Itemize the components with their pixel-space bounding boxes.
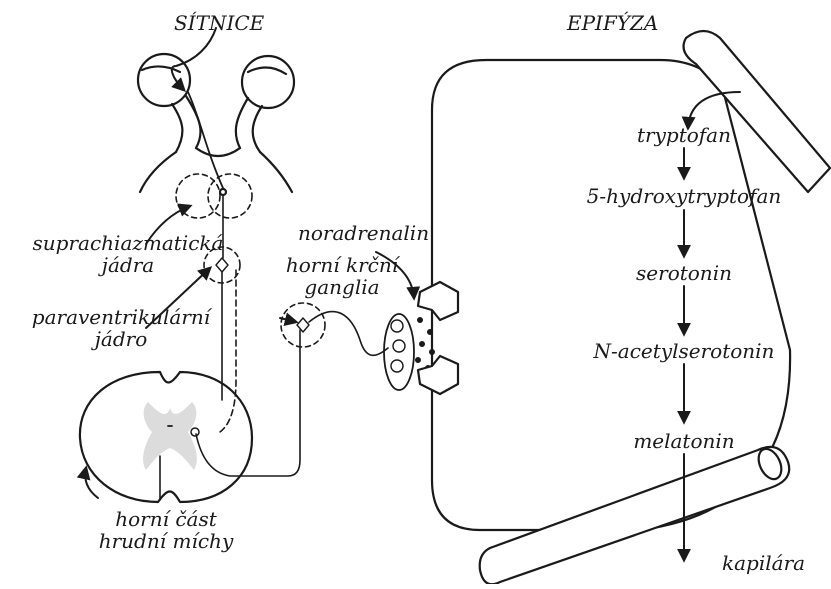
label-sitnice: SÍTNICE [174, 12, 264, 34]
spinal-cord-section [80, 372, 252, 502]
label-paraventrikularni-line1: paraventrikulární [10, 306, 232, 328]
label-paraventrikularni: paraventrikulární jádro [10, 306, 232, 350]
eyes-optic-chiasm [138, 54, 294, 195]
label-kapilara: kapilára [722, 552, 805, 574]
label-suprachiazmaticka: suprachiazmatická jádra [8, 232, 248, 276]
grey-matter [143, 402, 197, 470]
label-suprachiazmaticka-line2: jádra [8, 254, 248, 276]
label-horni-krcni-line2: ganglia [276, 276, 408, 298]
label-paraventrikularni-line2: jádro [10, 328, 232, 350]
label-noradrenalin: noradrenalin [298, 222, 429, 244]
right-eye-lens [248, 67, 286, 74]
label-horni-cast-hrudni-michy: horní část hrudní míchy [80, 508, 252, 552]
label-michy-line1: horní část [80, 508, 252, 530]
pathway-step-melatonin: melatonin [584, 430, 784, 452]
pathway-step-tryptofan: tryptofan [584, 124, 784, 146]
label-michy-line2: hrudní míchy [80, 530, 252, 552]
receptors [418, 282, 458, 394]
label-epifyza: EPIFÝZA [567, 12, 658, 34]
preganglionic-fibre [196, 330, 300, 476]
label-horni-krcni-ganglia: horní krční ganglia [276, 254, 408, 298]
superior-cervical-ganglion [281, 303, 325, 347]
left-eye [138, 54, 190, 106]
label-suprachiazmaticka-line1: suprachiazmatická [8, 232, 248, 254]
label-horni-krcni-line1: horní krční [276, 254, 408, 276]
right-eye [242, 56, 294, 108]
arrow-ganglia [280, 318, 296, 322]
pathway-step-5-hydroxytryptofan: 5-hydroxytryptofan [564, 185, 804, 207]
postganglionic-fibre [309, 312, 388, 356]
pathway-step-serotonin: serotonin [584, 262, 784, 284]
capillary-top [684, 31, 830, 192]
scn-right [208, 174, 252, 218]
pathway-step-n-acetylserotonin: N-acetylserotonin [574, 340, 794, 362]
